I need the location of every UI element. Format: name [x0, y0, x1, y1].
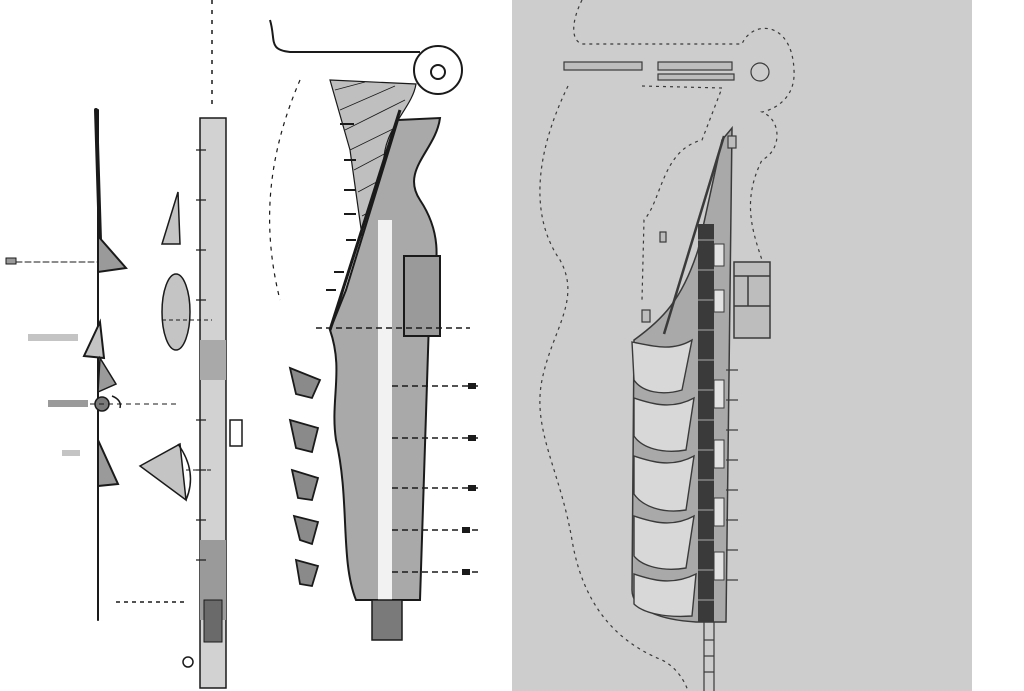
right-margin: [972, 0, 1024, 691]
plan-ticks: [726, 369, 738, 581]
plan-entry-bars: [563, 61, 770, 82]
sketch-triangle-1: [97, 233, 128, 274]
plan-corridor: [698, 224, 714, 622]
concept-sketch-panel: [5, 0, 478, 689]
plan-rooms: [713, 243, 725, 581]
sketch-triangle-2: [82, 318, 118, 394]
sketch-plan-rib-ends: [462, 383, 476, 575]
sketch-spine-1: [5, 108, 102, 621]
site-plan-drawing: [539, 0, 795, 691]
sketch-node: [90, 395, 180, 412]
sketch-plan-ticks: [326, 123, 356, 291]
sketch-plan-wedges: [288, 366, 322, 588]
sketch-fan: [138, 442, 212, 502]
sketch-spine-2: [116, 0, 243, 689]
concept-sketch-drawing: [5, 0, 478, 689]
plan-site-boundary: [539, 0, 795, 691]
sketch-plan-outline: [269, 19, 463, 301]
sketch-oval: [161, 273, 212, 351]
sketch-plan-body: [328, 109, 442, 641]
plan-pier: [703, 622, 715, 691]
sketch-triangle-3: [97, 439, 120, 488]
site-plan-panel: [512, 0, 972, 691]
plan-small-features: [641, 135, 737, 323]
plan-annex: [733, 261, 771, 339]
plan-lobes: [631, 338, 697, 618]
sketch-shard: [160, 191, 181, 245]
